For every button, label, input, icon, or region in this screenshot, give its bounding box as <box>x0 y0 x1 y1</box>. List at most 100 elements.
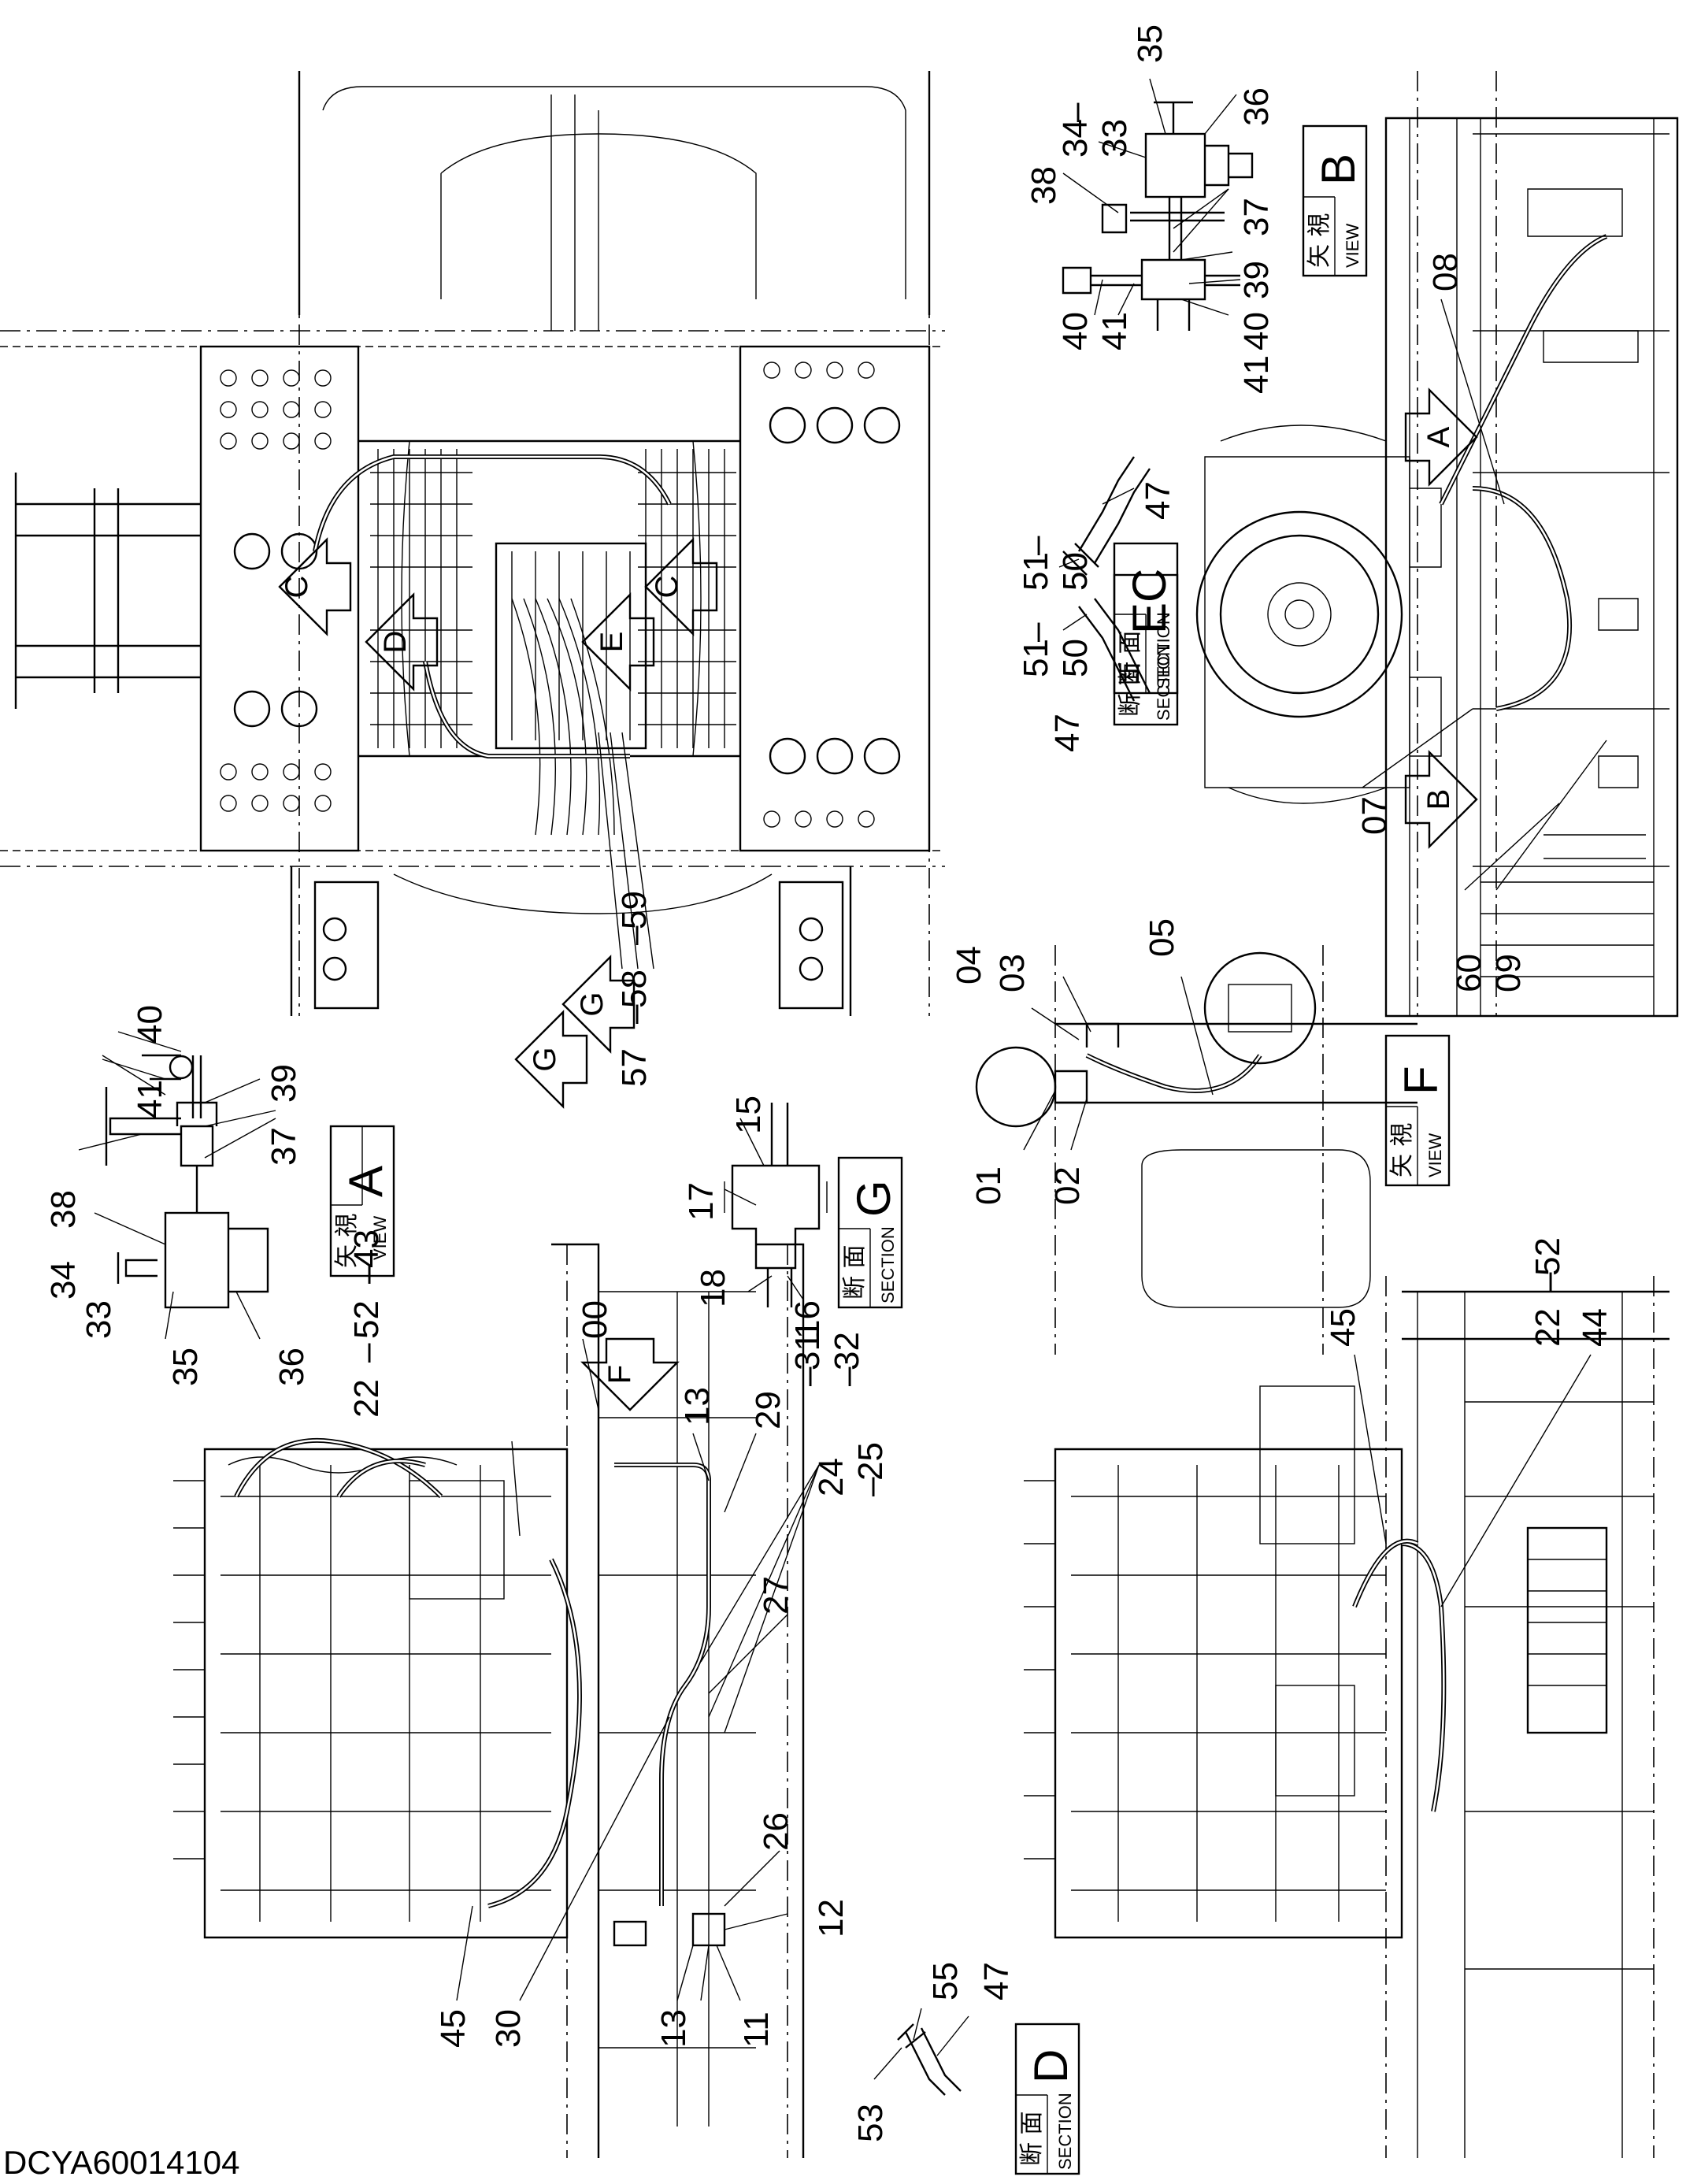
section-g-label: 断 面 SECTION G <box>837 1156 903 1309</box>
svg-text:35: 35 <box>1131 24 1169 63</box>
svg-text:36: 36 <box>1237 87 1276 126</box>
svg-text:40: 40 <box>1056 312 1095 350</box>
view-a-label: 矢 視 VIEW A <box>329 1125 395 1277</box>
svg-text:22: 22 <box>347 1379 386 1418</box>
svg-text:SECTION: SECTION <box>1055 2093 1075 2170</box>
left-engine-view <box>173 1243 805 2158</box>
svg-text:B: B <box>1421 789 1456 810</box>
svg-text:E: E <box>1123 603 1176 634</box>
svg-text:53: 53 <box>851 2104 890 2142</box>
svg-text:25: 25 <box>851 1442 890 1481</box>
svg-text:51: 51 <box>1017 639 1055 677</box>
main-frame-view <box>0 71 945 1016</box>
left-engine-callouts: 22 – 52 – 43 00 13 29 – 31 – 32 24 – 25 … <box>347 1229 890 2048</box>
section-d-label: 断 面 SECTION D <box>1014 2023 1080 2175</box>
view-arrow-e: E <box>581 592 655 692</box>
svg-text:27: 27 <box>757 1576 795 1615</box>
svg-text:–: – <box>828 1366 866 1386</box>
svg-text:45: 45 <box>1324 1308 1362 1347</box>
view-arrow-c-right: C <box>644 537 718 636</box>
section-c-label: 断 面 SECTION C <box>1113 542 1179 695</box>
section-c-detail: 47 51 – 50 <box>1017 456 1177 591</box>
svg-text:断 面: 断 面 <box>1018 2111 1046 2166</box>
svg-text:D: D <box>1025 2049 1077 2083</box>
callout-57-58-59: 57 – 58 – 59 <box>598 732 654 1087</box>
svg-text:41: 41 <box>1095 312 1134 350</box>
svg-text:G: G <box>575 992 610 1016</box>
svg-text:41: 41 <box>1237 355 1276 394</box>
svg-text:D: D <box>378 631 413 654</box>
svg-text:38: 38 <box>1025 166 1063 205</box>
svg-text:F: F <box>602 1365 637 1384</box>
svg-text:B: B <box>1312 154 1365 185</box>
svg-text:55: 55 <box>926 1962 965 2000</box>
svg-text:C: C <box>280 576 314 599</box>
view-f-detail <box>975 945 1418 1355</box>
svg-text:44: 44 <box>1576 1308 1614 1347</box>
svg-text:VIEW: VIEW <box>370 1216 390 1260</box>
svg-text:–: – <box>347 1264 386 1284</box>
bolt-array-right <box>763 362 901 828</box>
svg-text:05: 05 <box>1143 918 1181 957</box>
svg-text:47: 47 <box>1139 481 1177 520</box>
section-e-detail: 51 – 50 47 <box>1017 598 1151 752</box>
drawing-id: DCYA60014104 <box>3 2144 240 2181</box>
svg-text:矢 視: 矢 視 <box>1306 213 1333 268</box>
view-b-callouts: 35 34 – 33 36 38 37 39 40 41 40 41 <box>1025 24 1276 394</box>
svg-text:–: – <box>347 1343 386 1363</box>
svg-text:12: 12 <box>812 1899 850 1937</box>
svg-text:16: 16 <box>788 1300 827 1339</box>
view-f-callouts: 04 03 05 01 02 <box>950 918 1214 1205</box>
view-arrow-d: D <box>365 592 439 692</box>
section-e-label: 断 面 SECTION E <box>1113 573 1179 726</box>
svg-text:08: 08 <box>1426 253 1465 291</box>
view-a-callouts: 41 40 39 37 38 34 33 35 36 <box>44 1005 311 1386</box>
bolt-array-left <box>220 369 332 812</box>
section-d-detail: 55 47 53 <box>851 1962 1016 2142</box>
view-arrow-a: A <box>1404 387 1478 487</box>
svg-text:18: 18 <box>694 1269 732 1307</box>
svg-text:47: 47 <box>977 1962 1016 2000</box>
svg-text:58: 58 <box>615 970 654 1008</box>
svg-text:31: 31 <box>788 1332 827 1370</box>
svg-text:52: 52 <box>347 1300 386 1339</box>
svg-text:59: 59 <box>615 891 654 929</box>
svg-text:VIEW: VIEW <box>1343 224 1362 268</box>
view-f-label: 矢 視 VIEW F <box>1384 1034 1451 1187</box>
svg-text:47: 47 <box>1048 714 1087 752</box>
svg-text:C: C <box>650 576 684 599</box>
svg-text:35: 35 <box>166 1348 205 1386</box>
svg-text:32: 32 <box>828 1332 866 1370</box>
svg-text:09: 09 <box>1489 954 1528 992</box>
svg-text:40: 40 <box>1237 312 1276 350</box>
svg-text:51: 51 <box>1017 552 1055 591</box>
svg-text:–: – <box>851 1477 890 1496</box>
svg-text:30: 30 <box>489 2009 528 2048</box>
bottom-right-engine-view <box>1024 1276 1670 2158</box>
view-a-detail <box>105 1054 269 1309</box>
svg-text:39: 39 <box>265 1064 303 1103</box>
svg-text:11: 11 <box>737 2012 776 2048</box>
svg-text:33: 33 <box>80 1300 118 1339</box>
svg-text:–: – <box>1017 622 1055 642</box>
svg-text:01: 01 <box>969 1166 1008 1205</box>
svg-text:50: 50 <box>1056 639 1095 677</box>
svg-text:13: 13 <box>654 2009 693 2048</box>
svg-text:57: 57 <box>615 1048 654 1087</box>
svg-text:VIEW: VIEW <box>1425 1133 1445 1177</box>
svg-text:52: 52 <box>1529 1237 1567 1276</box>
svg-text:36: 36 <box>272 1348 311 1386</box>
svg-text:17: 17 <box>682 1182 721 1221</box>
section-g-detail: 15 17 18 16 <box>682 1096 828 1339</box>
svg-text:E: E <box>595 632 629 653</box>
view-b-label: 矢 視 VIEW B <box>1302 124 1368 277</box>
svg-text:15: 15 <box>729 1096 768 1134</box>
svg-text:矢 視: 矢 視 <box>1388 1122 1416 1177</box>
svg-text:34: 34 <box>1056 119 1095 158</box>
svg-text:07: 07 <box>1355 796 1394 835</box>
svg-text:26: 26 <box>757 1812 795 1851</box>
view-arrow-g-lower: G <box>514 1010 588 1109</box>
svg-text:F: F <box>1395 1066 1447 1095</box>
svg-text:02: 02 <box>1048 1166 1087 1205</box>
